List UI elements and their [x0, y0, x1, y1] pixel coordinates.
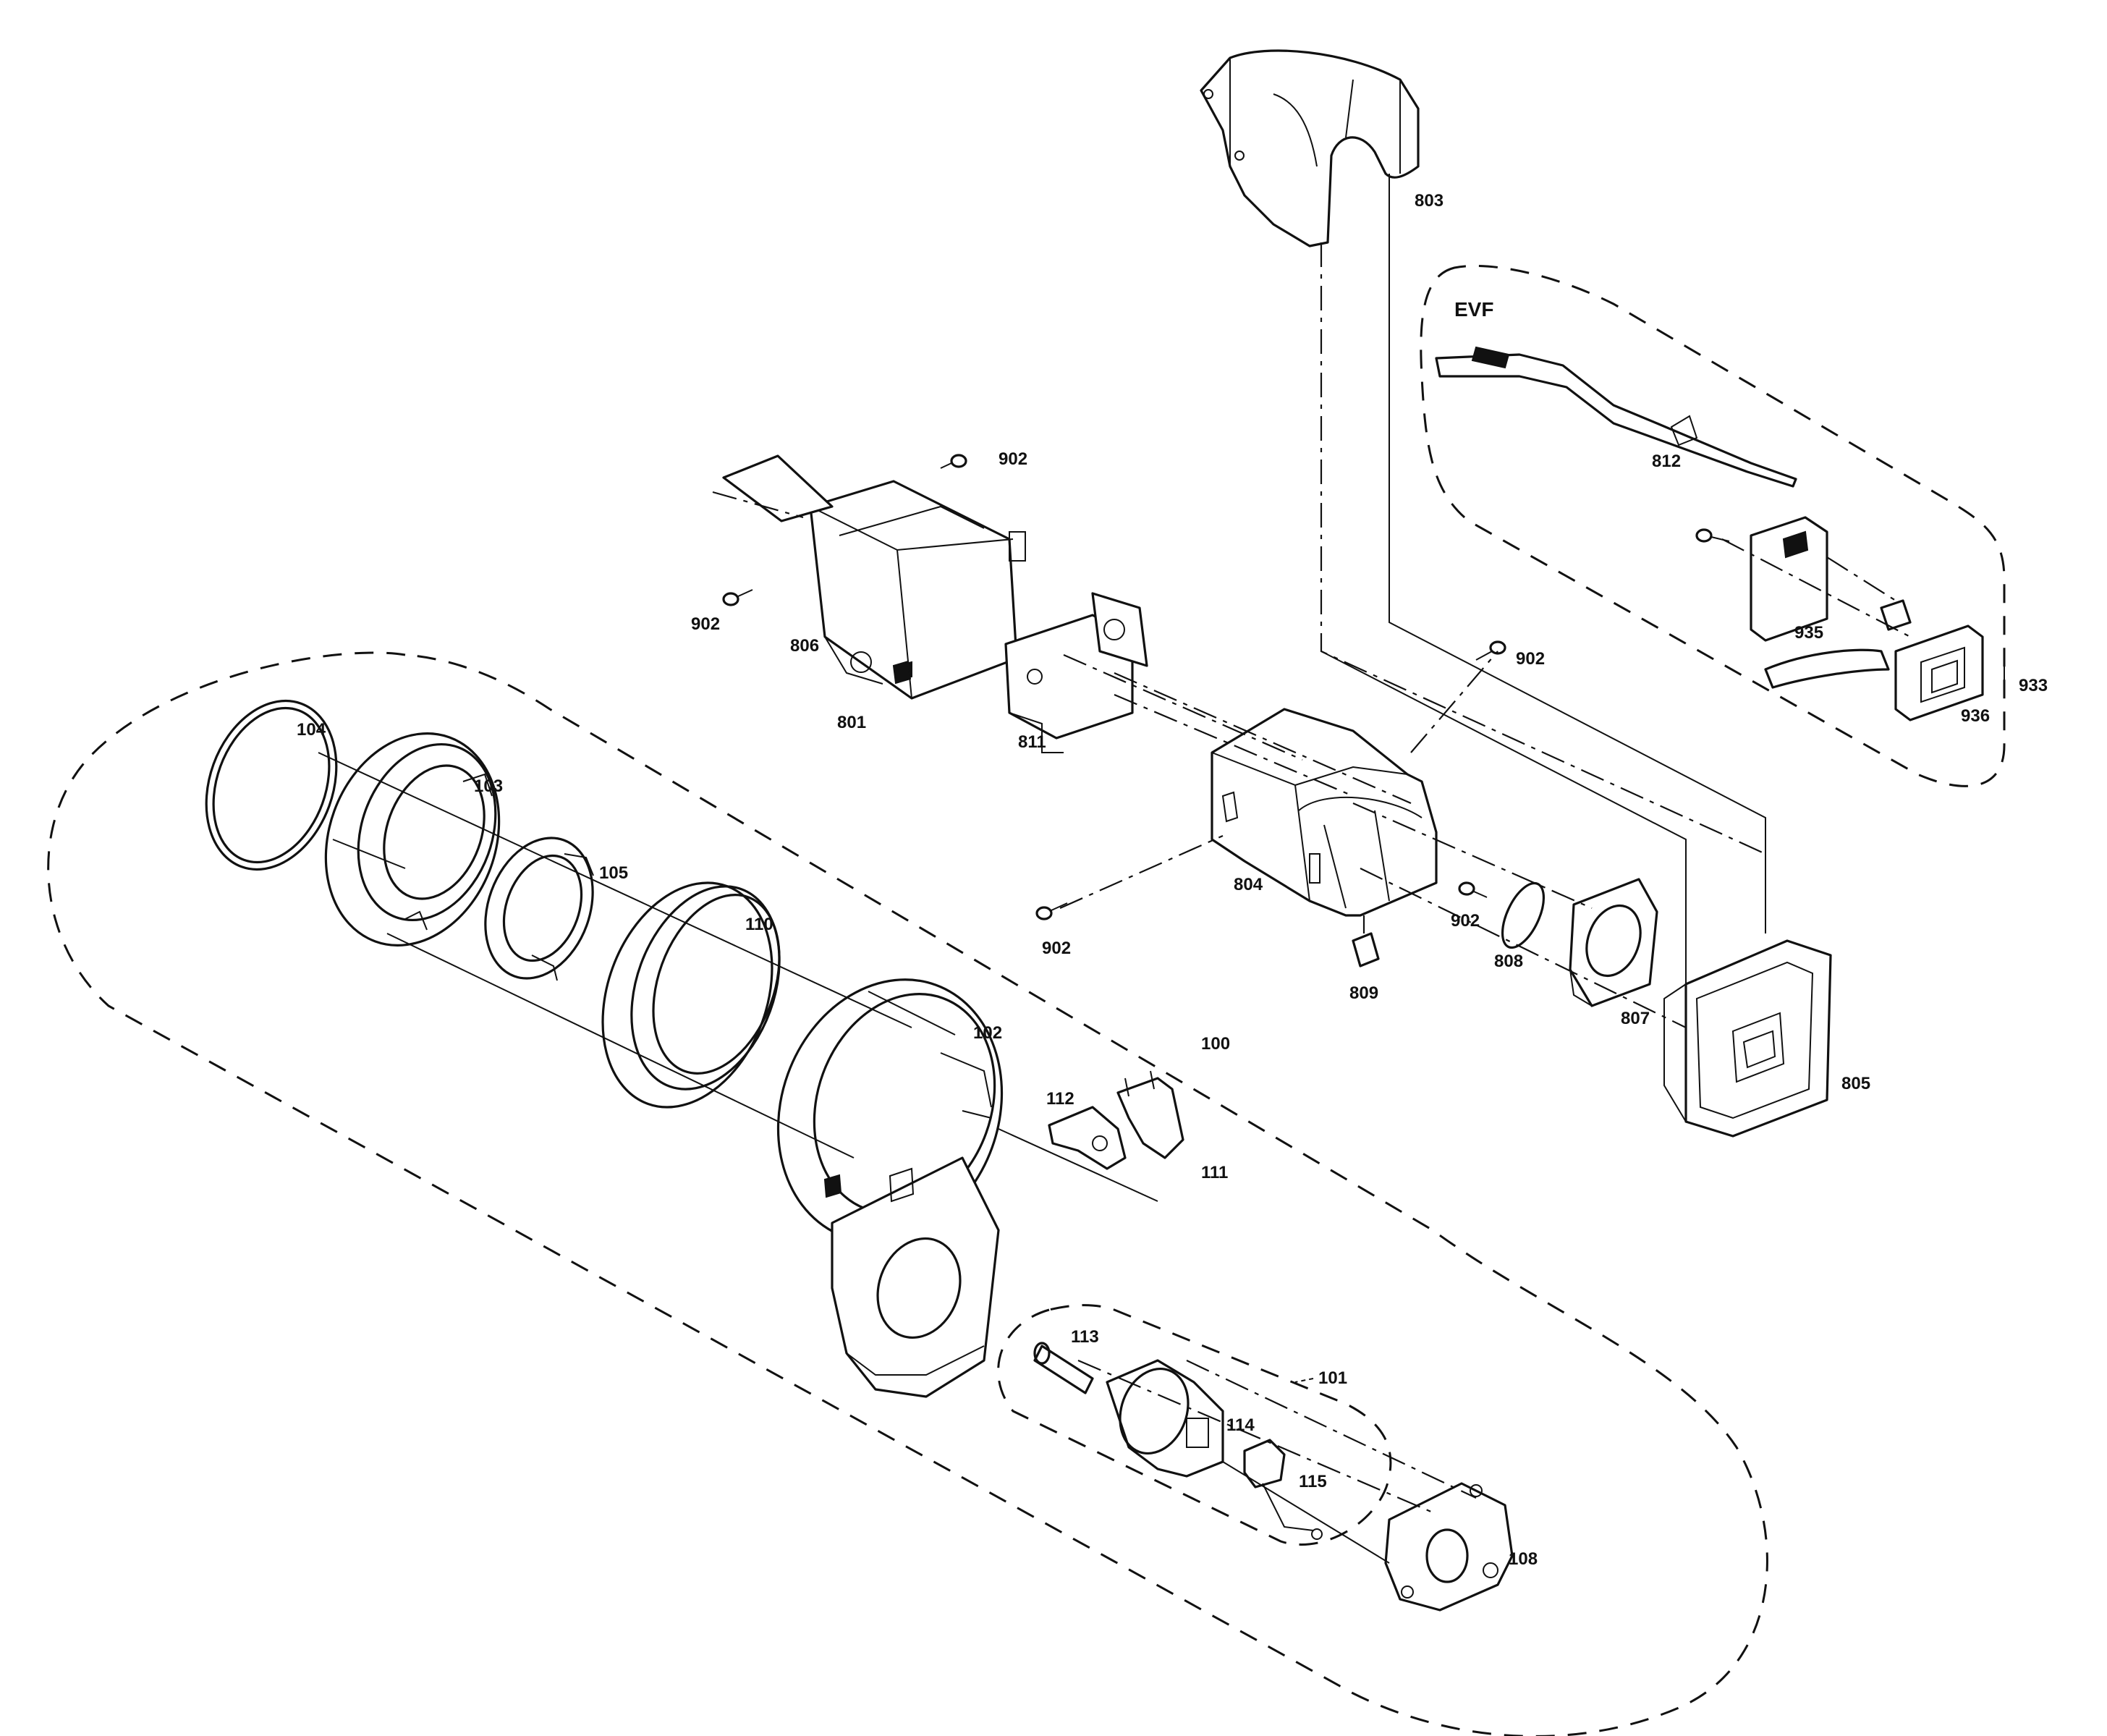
part-806-shield-case: [722, 454, 1026, 700]
label-113: 113: [1071, 1327, 1099, 1347]
part-935-lcd-board: [1750, 516, 1828, 642]
screw-902-b-icon: [722, 589, 753, 606]
part-110-barrel-ring: [601, 881, 781, 1109]
part-112-sensor-bracket: [1048, 1106, 1127, 1170]
label-902-mid: 902: [1451, 911, 1480, 931]
label-801: 801: [837, 713, 866, 732]
label-803: 803: [1415, 191, 1443, 211]
label-100: 100: [1201, 1034, 1230, 1054]
part-108-sensor-module: [1384, 1482, 1514, 1612]
screw-902-c-icon: [1475, 640, 1506, 661]
evf-group-outline: [1420, 264, 2006, 787]
part-105-gear-ring: [484, 837, 594, 981]
screw-902-d-icon: [1035, 902, 1068, 920]
part-809-lamp-holder: [1352, 932, 1380, 967]
part-936-lcd-unit: [1880, 599, 1984, 721]
label-806: 806: [790, 636, 819, 656]
label-115: 115: [1299, 1472, 1327, 1491]
label-902-right: 902: [1516, 649, 1545, 669]
screw-935-icon: [1695, 528, 1730, 543]
part-812-evf-flex-cable: [1435, 346, 1797, 488]
label-102: 102: [973, 1023, 1002, 1043]
label-933: 933: [2019, 676, 2048, 695]
label-805: 805: [1841, 1074, 1870, 1093]
part-801-clip: [892, 660, 912, 685]
label-935: 935: [1794, 623, 1823, 643]
label-902-lower: 902: [1042, 939, 1071, 958]
label-902-left: 902: [691, 614, 720, 634]
part-808-lens: [1501, 881, 1546, 949]
lens-group-outline: [47, 651, 1768, 1736]
part-115-switch: [1243, 1439, 1323, 1540]
part-114-motor-unit: [1106, 1359, 1224, 1478]
label-evf: EVF: [1454, 298, 1493, 321]
label-807: 807: [1621, 1009, 1650, 1028]
screw-902-e-icon: [1458, 881, 1488, 898]
label-811: 811: [1018, 732, 1046, 752]
part-804-finder-frame: [1211, 708, 1438, 917]
label-812: 812: [1652, 452, 1681, 471]
part-113-shaft: [1033, 1342, 1094, 1394]
label-112: 112: [1046, 1089, 1074, 1109]
label-936: 936: [1961, 706, 1990, 726]
part-803-hood: [1200, 49, 1420, 247]
screw-902-a-icon: [940, 454, 967, 469]
label-105: 105: [599, 863, 628, 883]
part-104-ring: [205, 699, 338, 871]
label-809: 809: [1349, 983, 1378, 1003]
part-936-flex-strip: [1764, 648, 1890, 689]
label-103: 103: [474, 776, 503, 796]
label-110: 110: [745, 915, 773, 934]
label-808: 808: [1494, 952, 1523, 971]
label-101: 101: [1318, 1368, 1347, 1388]
assembly-axis-lines: [318, 174, 1911, 1564]
label-108: 108: [1509, 1549, 1538, 1569]
label-804: 804: [1234, 875, 1263, 894]
part-103-inner-ring: [324, 732, 501, 947]
part-811-bracket: [1004, 592, 1148, 753]
label-104: 104: [297, 720, 326, 740]
part-807-lens-holder: [1569, 878, 1658, 1007]
part-111-sensor: [1116, 1070, 1184, 1159]
part-102-lens-housing: [776, 978, 1004, 1398]
part-805-eyepiece: [1663, 939, 1832, 1138]
label-902-top: 902: [999, 449, 1027, 469]
part-labels: 803 EVF 812 902 902 806 801 811 902 935 …: [297, 191, 2048, 1569]
zoom-motor-group-outline: [997, 1304, 1392, 1546]
label-114: 114: [1226, 1415, 1255, 1435]
leader-101: [1294, 1378, 1314, 1383]
label-111: 111: [1201, 1163, 1228, 1182]
